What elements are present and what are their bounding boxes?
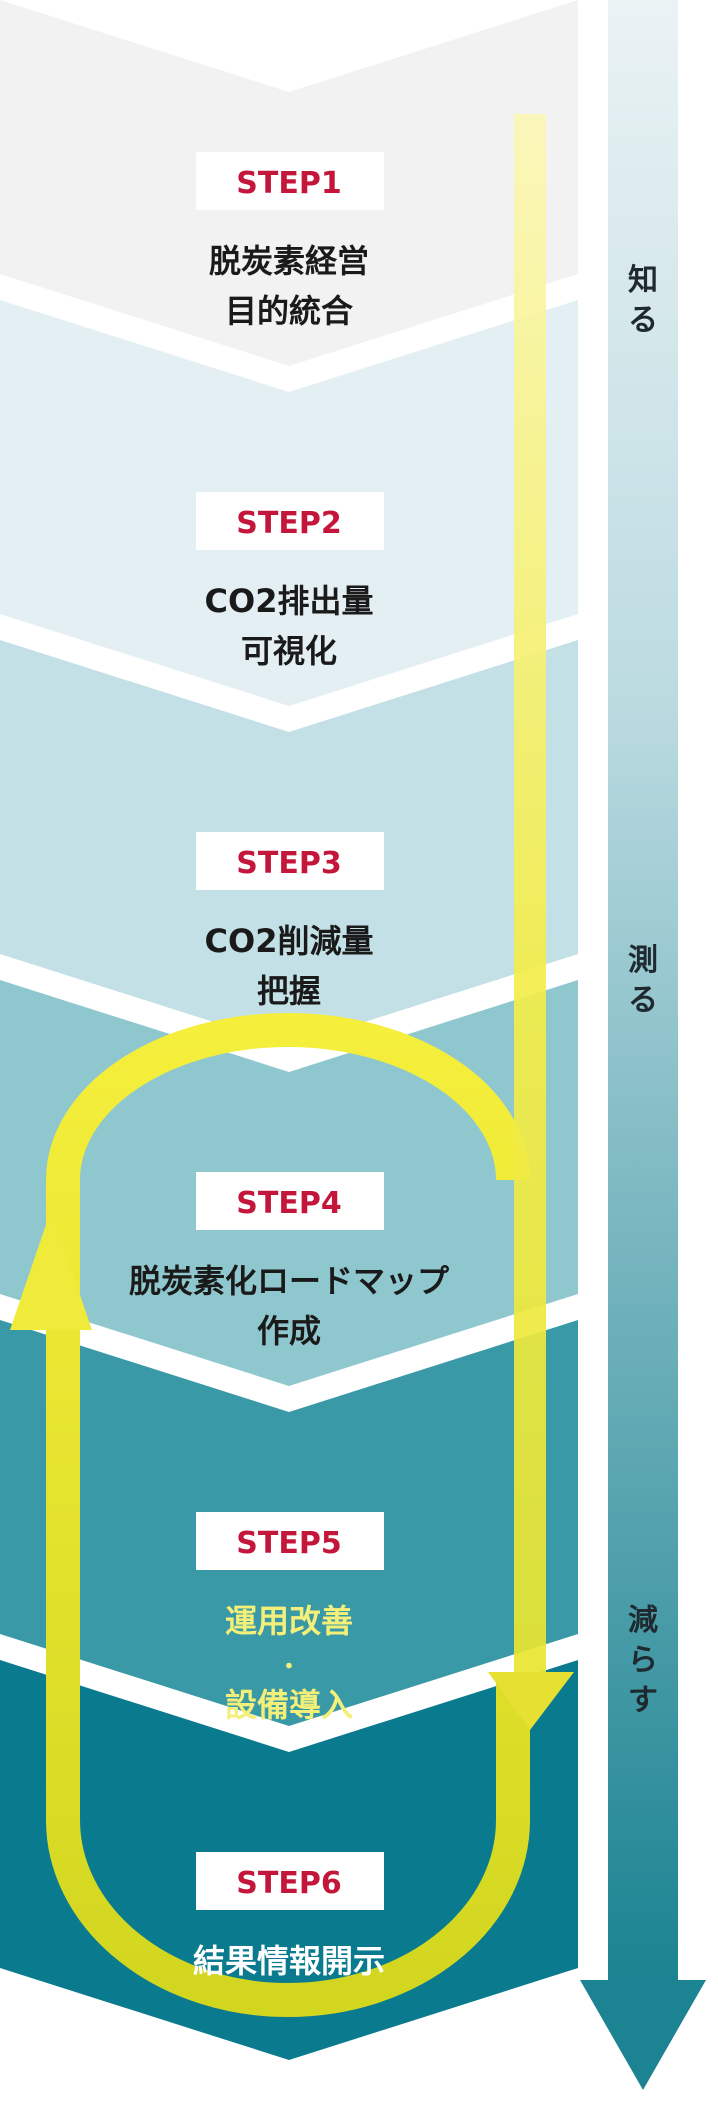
side-label-2-char: る [628, 983, 658, 1018]
step-title-line: CO2排出量 [205, 582, 374, 620]
step-5: STEP5 運用改善・設備導入 [196, 1512, 384, 1724]
step-badge-label: STEP3 [236, 846, 341, 881]
step-title-line: 脱炭素化ロードマップ [129, 1262, 450, 1300]
step-badge-box [196, 1512, 384, 1570]
step-badge-box [196, 832, 384, 890]
step-title-line: 運用改善 [225, 1602, 353, 1640]
step-badge-box [196, 1852, 384, 1910]
step-title-line: 設備導入 [225, 1686, 353, 1724]
step-title-line: CO2削減量 [205, 922, 374, 960]
loop-arrow-path [46, 1013, 530, 2017]
down-arrow-shaft [514, 114, 546, 1674]
side-label-3-char: す [628, 1683, 658, 1718]
loop-arrow-head [10, 1210, 92, 1330]
step-title-line: 目的統合 [225, 292, 353, 330]
step-badge-box [196, 492, 384, 550]
side-label-2-char: 測 [628, 943, 658, 978]
step-title-line: 脱炭素経営 [209, 242, 369, 280]
step-6: STEP6 結果情報開示 [193, 1852, 385, 1980]
side-label-1-char: る [628, 303, 658, 338]
downward-flow-arrow [488, 114, 574, 1730]
step-title-line: 可視化 [241, 632, 337, 670]
step-badge-box [196, 1172, 384, 1230]
step-badge-box [196, 152, 384, 210]
step-badge-label: STEP5 [236, 1526, 341, 1561]
side-arrow-shaft [608, 0, 678, 1980]
side-progress-arrow [580, 0, 706, 2090]
step-badge-label: STEP2 [236, 506, 341, 541]
side-label-3-char: 減 [628, 1603, 658, 1638]
step-title-line: ・ [278, 1655, 300, 1680]
step-title-line: 作成 [257, 1312, 321, 1350]
step-badge-label: STEP4 [236, 1186, 341, 1221]
step-badge-label: STEP6 [236, 1866, 341, 1901]
step-title-line: 結果情報開示 [193, 1942, 385, 1980]
feedback-loop-arrow [10, 1013, 530, 2017]
down-arrow-head [488, 1672, 574, 1730]
side-label-3-char: ら [628, 1643, 658, 1678]
side-arrow-head [580, 1980, 706, 2090]
side-label-1-char: 知 [628, 263, 658, 298]
step-badge-label: STEP1 [236, 166, 341, 201]
step-title-line: 把握 [257, 972, 321, 1010]
